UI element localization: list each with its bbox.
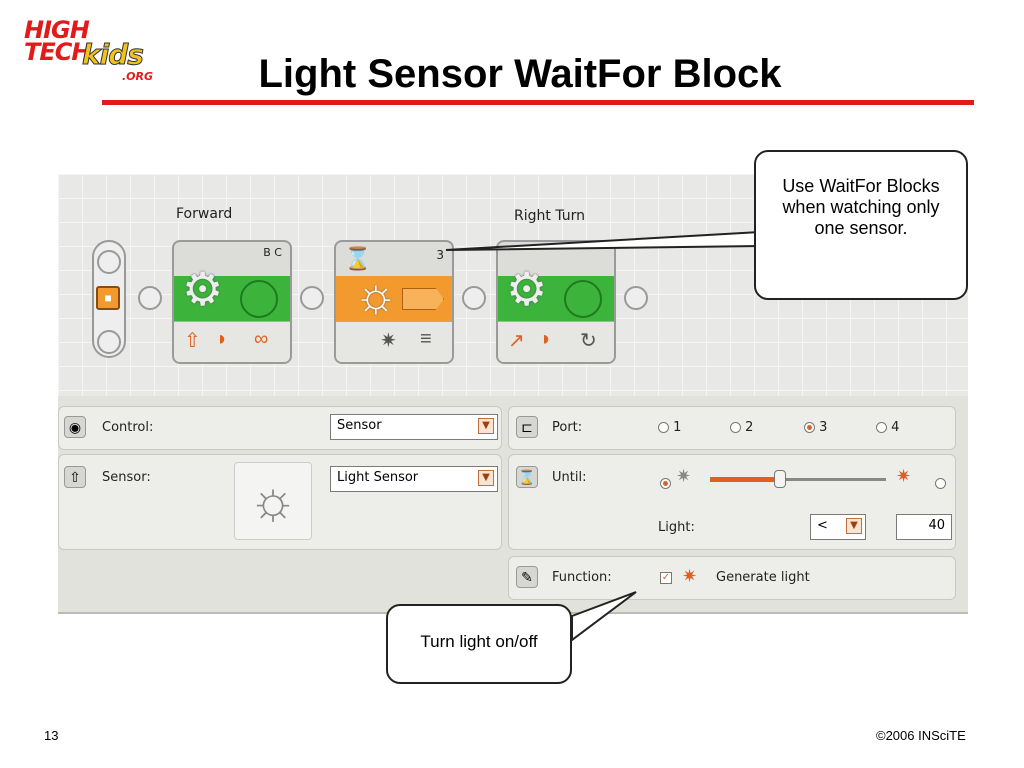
move-block-forward[interactable]: B C ⚙ ⇧ ◗ ∞: [172, 240, 292, 364]
radio-icon[interactable]: [658, 422, 669, 433]
wrench-icon: ✎: [516, 566, 538, 588]
beam-connector-bottom: [97, 330, 121, 354]
configuration-panel: ◉ Control: Sensor ▼ ⇧ Sensor: ☼ Light Se…: [58, 396, 968, 614]
move-block-right-turn[interactable]: ⚙ ↗ ◗ ↻: [496, 240, 616, 364]
block-footer: ↗ ◗ ↻: [498, 321, 614, 362]
gear-icon: ⚙: [506, 263, 548, 315]
chevron-down-icon[interactable]: ▼: [478, 418, 494, 434]
logo-line2: TECH: [24, 38, 91, 66]
high-tech-kids-logo: HIGH TECH kids .ORG: [22, 14, 162, 86]
start-icon[interactable]: ■: [96, 286, 120, 310]
light-icon: ✷: [380, 330, 397, 352]
rotate-icon: ↻: [580, 330, 597, 352]
infinity-icon: ∞: [254, 328, 269, 350]
block-label-right-turn: Right Turn: [514, 208, 585, 224]
function-subpanel: [508, 556, 956, 600]
light-sensor-icon: ☼: [354, 269, 398, 322]
wheel-icon: [240, 280, 278, 318]
block-footer: ✷ ≡: [336, 321, 452, 362]
logo-org: .ORG: [122, 70, 154, 83]
sensor-arrow-icon: ⇧: [64, 466, 86, 488]
light-value: 40: [928, 518, 945, 533]
slide-title: Light Sensor WaitFor Block: [258, 52, 782, 96]
port-plug-icon: ⊏: [516, 416, 538, 438]
power-icon: ◗: [540, 328, 553, 350]
control-dropdown[interactable]: Sensor ▼: [330, 414, 498, 440]
until-label: Until:: [552, 470, 587, 485]
chevron-down-icon[interactable]: ▼: [478, 470, 494, 486]
sensor-dropdown-value: Light Sensor: [337, 470, 419, 485]
wheel-icon: [564, 280, 602, 318]
function-label: Function:: [552, 570, 612, 585]
light-threshold-slider-track[interactable]: [710, 478, 886, 481]
logo-kids: kids: [82, 38, 145, 72]
radio-icon[interactable]: [876, 422, 887, 433]
hourglass-icon: ⌛: [344, 246, 372, 271]
sequence-connector: [462, 286, 486, 310]
light-sensor-preview-icon: ☼: [234, 462, 312, 540]
port-radio-3[interactable]: 3: [804, 420, 827, 435]
callout-pointer-top: [445, 230, 761, 251]
copyright: ©2006 INSciTE: [876, 728, 966, 743]
page-number: 13: [44, 728, 59, 743]
title-divider: [102, 100, 974, 105]
chevron-down-icon[interactable]: ▼: [846, 518, 862, 534]
turn-arrow-icon: ↗: [508, 330, 525, 352]
up-arrow-icon: ⇧: [184, 330, 201, 352]
block-label-forward: Forward: [176, 206, 233, 222]
port-4-label: 4: [891, 420, 900, 435]
compare-dropdown-value: <: [817, 518, 828, 533]
sensor-dropdown[interactable]: Light Sensor ▼: [330, 466, 498, 492]
port-radio-1[interactable]: 1: [658, 420, 681, 435]
block-port: 3: [436, 248, 444, 262]
callout-top-text: Use WaitFor Blocks when watching only on…: [782, 176, 940, 238]
light-threshold-slider-fill: [710, 477, 781, 482]
sequence-connector: [300, 286, 324, 310]
callout-top: Use WaitFor Blocks when watching only on…: [754, 150, 968, 300]
bright-radio-icon[interactable]: [935, 478, 947, 490]
compare-dropdown[interactable]: < ▼: [810, 514, 866, 540]
dim-light-icon: ✷: [676, 466, 692, 486]
beam-connector-top: [97, 250, 121, 274]
until-subpanel: [508, 454, 956, 550]
block-ports: B C: [263, 246, 282, 259]
light-value-input[interactable]: 40: [896, 514, 952, 540]
port-3-label: 3: [819, 420, 828, 435]
port-radio-4[interactable]: 4: [876, 420, 899, 435]
hourglass-icon: ⌛: [516, 466, 538, 488]
port-2-label: 2: [745, 420, 754, 435]
light-label: Light:: [658, 520, 695, 535]
callout-pointer-bottom: [571, 591, 637, 642]
compare-shape: [402, 288, 444, 310]
callout-bottom-text: Turn light on/off: [420, 632, 538, 651]
control-label: Control:: [102, 420, 154, 435]
logo-line1: HIGH: [24, 16, 90, 44]
block-footer: ⇧ ◗ ∞: [174, 321, 290, 362]
sequence-connector: [138, 286, 162, 310]
bright-light-icon: ✷: [896, 466, 912, 486]
generate-light-label: Generate light: [716, 570, 810, 585]
port-label: Port:: [552, 420, 583, 435]
wait-light-block[interactable]: 3 ⌛ ☼ ✷ ≡: [334, 240, 454, 364]
radio-icon[interactable]: [730, 422, 741, 433]
port-1-label: 1: [673, 420, 682, 435]
light-threshold-slider-thumb[interactable]: [774, 470, 787, 488]
eye-icon: ◉: [64, 416, 86, 438]
generate-light-checkbox[interactable]: ✓: [660, 572, 672, 584]
list-icon: ≡: [420, 328, 432, 350]
callout-bottom: Turn light on/off: [386, 604, 572, 684]
port-radio-2[interactable]: 2: [730, 420, 753, 435]
gear-icon: ⚙: [182, 263, 224, 315]
sensor-label: Sensor:: [102, 470, 151, 485]
generate-light-icon: ✷: [682, 566, 698, 586]
control-dropdown-value: Sensor: [337, 418, 382, 433]
sequence-connector: [624, 286, 648, 310]
radio-selected-icon[interactable]: [804, 422, 815, 433]
power-icon: ◗: [216, 328, 229, 350]
dark-radio-icon[interactable]: [660, 478, 671, 490]
